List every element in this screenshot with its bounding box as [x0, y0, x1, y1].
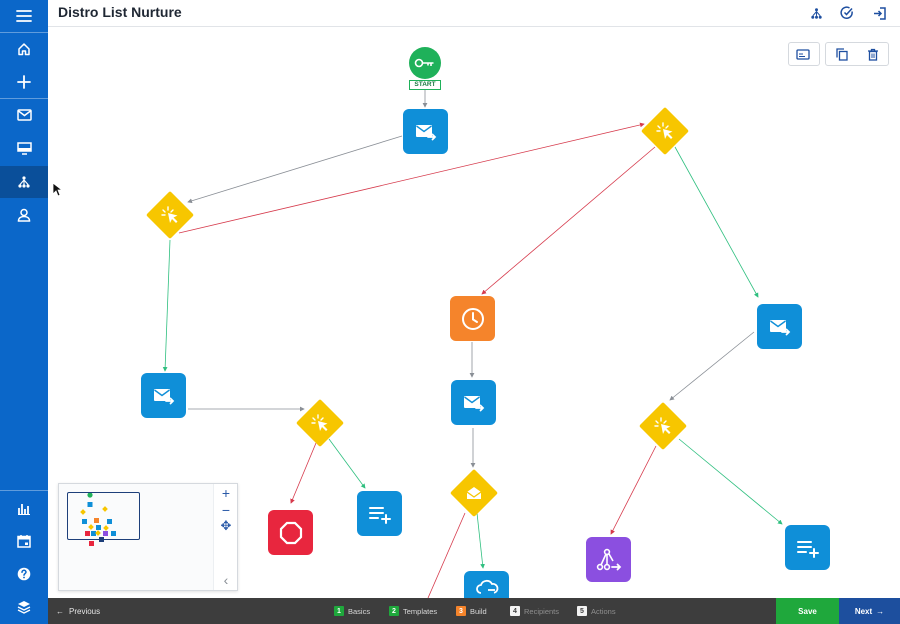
arrow-left-icon: ←: [56, 606, 64, 616]
user-icon: [17, 208, 31, 222]
send-email-icon: [769, 319, 790, 335]
send-email-icon: [153, 388, 174, 404]
sidebar-item-email[interactable]: [0, 99, 48, 131]
click-decision-node-3[interactable]: [295, 398, 345, 448]
add-to-list-node-1[interactable]: [357, 491, 402, 536]
stop-node[interactable]: [268, 510, 313, 555]
wait-node[interactable]: [450, 296, 495, 341]
click-icon: [654, 417, 671, 434]
sidebar-item-contacts[interactable]: [0, 199, 48, 231]
card-view-toolbar: [788, 42, 820, 66]
copy-button[interactable]: [826, 43, 857, 65]
start-label: START: [409, 80, 441, 90]
email-node-4[interactable]: [757, 304, 802, 349]
previous-button[interactable]: ← Previous: [56, 606, 101, 616]
delete-button[interactable]: [857, 43, 888, 65]
cloud-icon: [475, 579, 498, 594]
card-view-button[interactable]: [789, 43, 817, 65]
page-title: Distro List Nurture: [58, 4, 182, 20]
header-bar: Distro List Nurture: [48, 0, 900, 27]
step-build[interactable]: 3 Build: [456, 598, 487, 624]
exit-icon: [873, 6, 886, 20]
calendar-icon: [17, 535, 31, 548]
click-decision-node-1[interactable]: [145, 190, 195, 240]
cloud-sync-node[interactable]: [464, 571, 509, 598]
add-to-list-node-2[interactable]: [785, 525, 830, 570]
layers-icon: [17, 601, 31, 614]
start-node[interactable]: [409, 47, 441, 79]
home-icon: [18, 43, 30, 56]
zoom-in-button[interactable]: +: [221, 485, 231, 501]
sidebar-item-landing-pages[interactable]: [0, 132, 48, 164]
arrow-right-icon: →: [876, 606, 885, 616]
sidebar-item-integrations[interactable]: [0, 591, 48, 623]
help-icon: [17, 567, 31, 581]
send-email-icon: [415, 124, 436, 140]
workflow-canvas[interactable]: START: [48, 27, 900, 598]
check-circle-icon: [840, 6, 853, 19]
sidebar: [0, 0, 48, 624]
exit-button[interactable]: [870, 4, 888, 22]
menu-button[interactable]: [0, 0, 48, 32]
click-icon: [656, 122, 673, 139]
pan-button[interactable]: ✥: [220, 518, 232, 533]
bar-chart-icon: [18, 503, 30, 515]
edit-toolbar: [825, 42, 889, 66]
minimap-controls: + − ✥ ‹: [213, 484, 237, 590]
sidebar-item-reports[interactable]: [0, 492, 48, 524]
step-templates[interactable]: 2 Templates: [389, 598, 437, 624]
sidebar-item-create[interactable]: [0, 66, 48, 98]
connectors: [162, 90, 783, 598]
minimap[interactable]: + − ✥ ‹: [58, 483, 238, 591]
save-button[interactable]: Save: [776, 598, 839, 624]
wizard-footer: ← Previous 1 Basics 2 Templates 3 Build …: [48, 598, 900, 624]
monitor-icon: [16, 141, 32, 155]
sidebar-item-home[interactable]: [0, 33, 48, 65]
collapse-minimap-button[interactable]: ‹: [223, 572, 229, 588]
workflow-view-button[interactable]: [807, 4, 825, 22]
workflow-icon: [18, 176, 30, 188]
step-actions[interactable]: 5 Actions: [577, 598, 616, 624]
open-email-decision-node[interactable]: [449, 468, 499, 518]
list-add-icon: [368, 506, 391, 524]
copy-icon: [835, 47, 848, 61]
click-icon: [311, 414, 328, 431]
mouse-cursor: [52, 182, 62, 197]
click-decision-node-2[interactable]: [640, 106, 690, 156]
email-node-1[interactable]: [403, 109, 448, 154]
branch-workflow-node[interactable]: [586, 537, 631, 582]
sidebar-item-automation[interactable]: [0, 166, 48, 198]
mail-icon: [16, 109, 32, 121]
workflow-branch-icon: [596, 548, 621, 570]
email-node-2[interactable]: [141, 373, 186, 418]
list-add-icon: [796, 540, 819, 558]
key-icon: [414, 58, 434, 68]
send-email-icon: [463, 395, 484, 411]
minimap-viewport[interactable]: [67, 492, 140, 540]
next-button[interactable]: Next →: [839, 598, 900, 624]
card-icon: [796, 48, 810, 60]
step-basics[interactable]: 1 Basics: [334, 598, 370, 624]
sidebar-item-help[interactable]: [0, 558, 48, 590]
clock-icon: [461, 307, 484, 330]
open-envelope-icon: [466, 487, 482, 499]
plus-icon: [17, 75, 31, 89]
click-icon: [161, 206, 178, 223]
sidebar-item-calendar[interactable]: [0, 525, 48, 557]
click-decision-node-4[interactable]: [638, 401, 688, 451]
validate-button[interactable]: [838, 4, 856, 22]
step-recipients[interactable]: 4 Recipients: [510, 598, 559, 624]
zoom-out-button[interactable]: −: [221, 502, 231, 518]
menu-icon: [16, 10, 32, 22]
email-node-3[interactable]: [451, 380, 496, 425]
workflow-icon: [810, 7, 822, 19]
trash-icon: [867, 48, 878, 61]
stop-octagon-icon: [279, 521, 302, 544]
